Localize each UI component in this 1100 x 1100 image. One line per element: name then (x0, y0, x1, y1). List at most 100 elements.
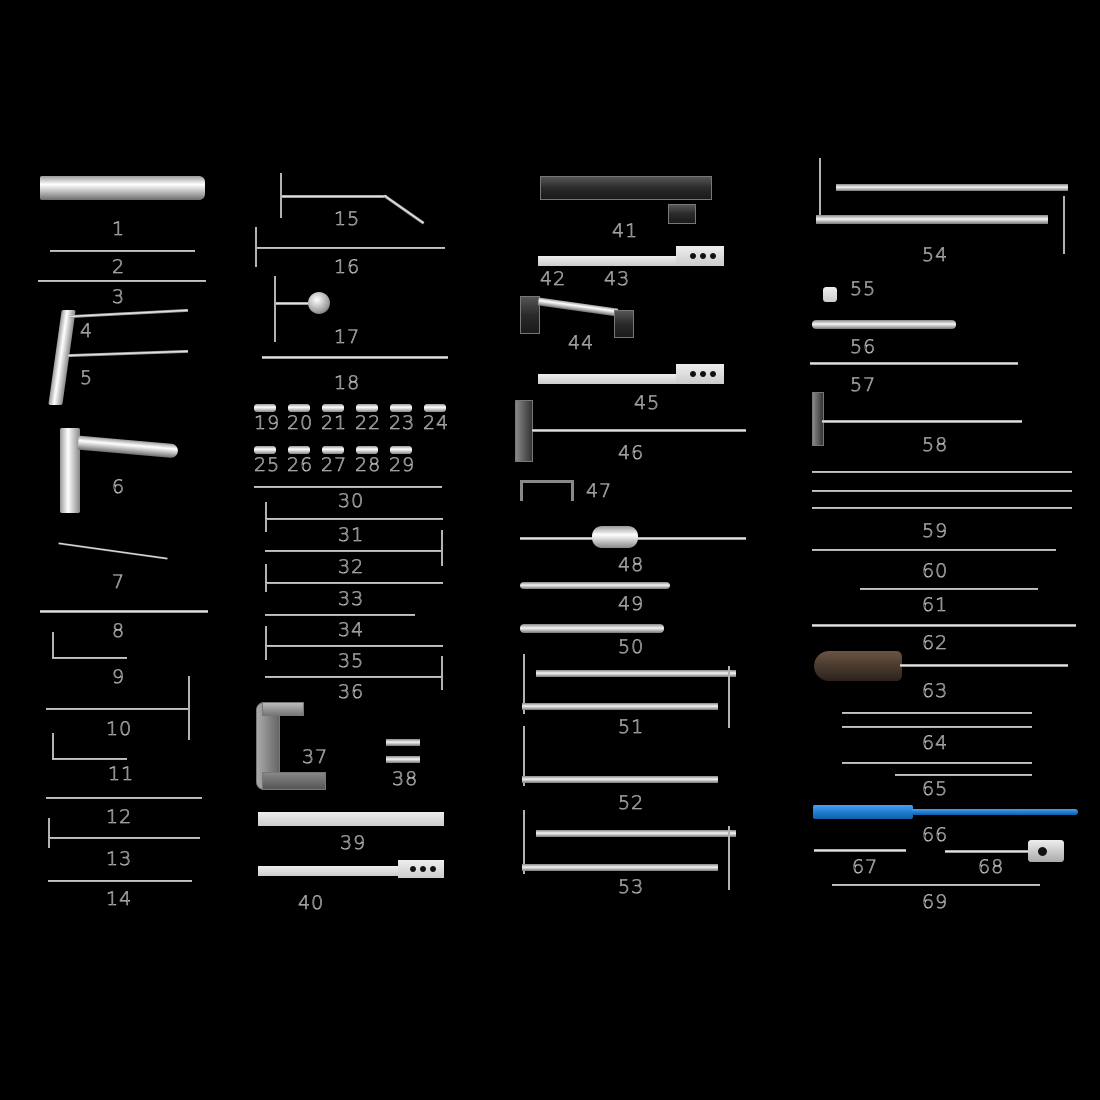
label-58: 58 (922, 434, 949, 456)
guide-hole (690, 371, 696, 377)
instrument-36-end (441, 656, 443, 690)
instrument-46-t-handle (515, 400, 533, 462)
label-10: 10 (106, 718, 133, 740)
label-12: 12 (106, 806, 133, 828)
insert-22 (356, 404, 378, 412)
instrument-32-end (441, 530, 443, 566)
label-55: 55 (850, 278, 877, 300)
instrument-42-43-guide-bar (538, 256, 676, 266)
label-61: 61 (922, 594, 949, 616)
instrument-55-cap (823, 287, 837, 302)
label-27: 27 (321, 454, 348, 476)
instrument-7-hook (58, 542, 168, 560)
label-46: 46 (618, 442, 645, 464)
label-35: 35 (338, 650, 365, 672)
insert-24 (424, 404, 446, 412)
label-52: 52 (618, 792, 645, 814)
instrument-37-c-bracket-top (262, 702, 304, 716)
instrument-68-shaft (945, 850, 1030, 853)
label-34: 34 (338, 619, 365, 641)
label-38: 38 (392, 768, 419, 790)
instrument-16-rod (257, 247, 445, 249)
instrument-62-wire (812, 624, 1076, 627)
label-22: 22 (355, 412, 382, 434)
instrument-66-blue-tip (912, 809, 1078, 815)
insert-19 (254, 404, 276, 412)
label-66: 66 (922, 824, 949, 846)
label-17: 17 (334, 326, 361, 348)
instrument-15-t-handle (280, 173, 282, 218)
instrument-46-rod (532, 429, 746, 432)
instrument-63-wood-handle (814, 651, 902, 681)
instrument-40-guide-bar (258, 866, 398, 876)
label-65: 65 (922, 778, 949, 800)
instrument-36-rod (265, 676, 443, 678)
label-6: 6 (112, 476, 126, 498)
insert-27 (322, 446, 344, 454)
label-16: 16 (334, 256, 361, 278)
instrument-68-hole (1038, 847, 1047, 856)
instrument-31-rod (265, 518, 443, 520)
label-15: 15 (334, 208, 361, 230)
label-23: 23 (389, 412, 416, 434)
instrument-53-marker-a (523, 810, 525, 874)
instrument-33-rod (265, 582, 443, 584)
label-57: 57 (850, 374, 877, 396)
instrument-61-wire (860, 588, 1038, 590)
insert-23 (390, 404, 412, 412)
label-44: 44 (568, 332, 595, 354)
instrument-59-wire-a (812, 471, 1072, 473)
instrument-32-rod (265, 550, 443, 552)
instrument-33-end (265, 564, 267, 592)
label-2: 2 (112, 256, 126, 278)
instrument-53-marker-b (728, 826, 730, 890)
instrument-48-grip (592, 526, 638, 548)
instrument-60-wire (812, 549, 1056, 551)
instrument-53-rod-a (536, 830, 736, 837)
instrument-38-pin-a (386, 739, 420, 746)
label-4: 4 (80, 320, 94, 342)
label-5: 5 (80, 367, 94, 389)
label-63: 63 (922, 680, 949, 702)
insert-28 (356, 446, 378, 454)
label-7: 7 (112, 571, 126, 593)
instrument-44-arm (537, 297, 619, 317)
instrument-30-rod (254, 486, 442, 488)
label-62: 62 (922, 632, 949, 654)
label-21: 21 (321, 412, 348, 434)
label-14: 14 (106, 888, 133, 910)
instrument-52-rod (522, 776, 718, 783)
instrument-49-rod (520, 582, 670, 589)
instrument-64-wire-b (842, 726, 1032, 728)
label-51: 51 (618, 716, 645, 738)
label-41: 41 (612, 220, 639, 242)
instrument-3-wire (38, 280, 206, 282)
label-36: 36 (338, 681, 365, 703)
label-48: 48 (618, 554, 645, 576)
label-29: 29 (389, 454, 416, 476)
instrument-12-rod (46, 797, 202, 799)
label-11: 11 (108, 763, 135, 785)
label-26: 26 (287, 454, 314, 476)
instrument-57-rod (810, 362, 1018, 365)
instrument-58-rod (822, 420, 1022, 423)
guide-hole (700, 253, 706, 259)
instrument-10-rod (46, 708, 190, 710)
instrument-56-rod (812, 320, 956, 329)
instrument-2-wire (50, 250, 195, 252)
instrument-54-rod-b (816, 215, 1048, 224)
instrument-1-sleeve (40, 176, 205, 200)
instrument-63-awl (900, 664, 1068, 667)
instrument-45-guide-bar (538, 374, 676, 384)
instrument-34-rod (265, 614, 415, 616)
label-43: 43 (604, 268, 631, 290)
label-49: 49 (618, 593, 645, 615)
instrument-35-end (265, 626, 267, 660)
instrument-9-bend (52, 632, 54, 658)
instrument-5-blade (67, 349, 189, 358)
instrument-4-5-retractor-handle (48, 310, 76, 405)
instrument-15-angled-tip (383, 194, 425, 225)
instrument-51-marker-a (523, 654, 525, 714)
instrument-10-t-handle (188, 676, 190, 740)
label-53: 53 (618, 876, 645, 898)
